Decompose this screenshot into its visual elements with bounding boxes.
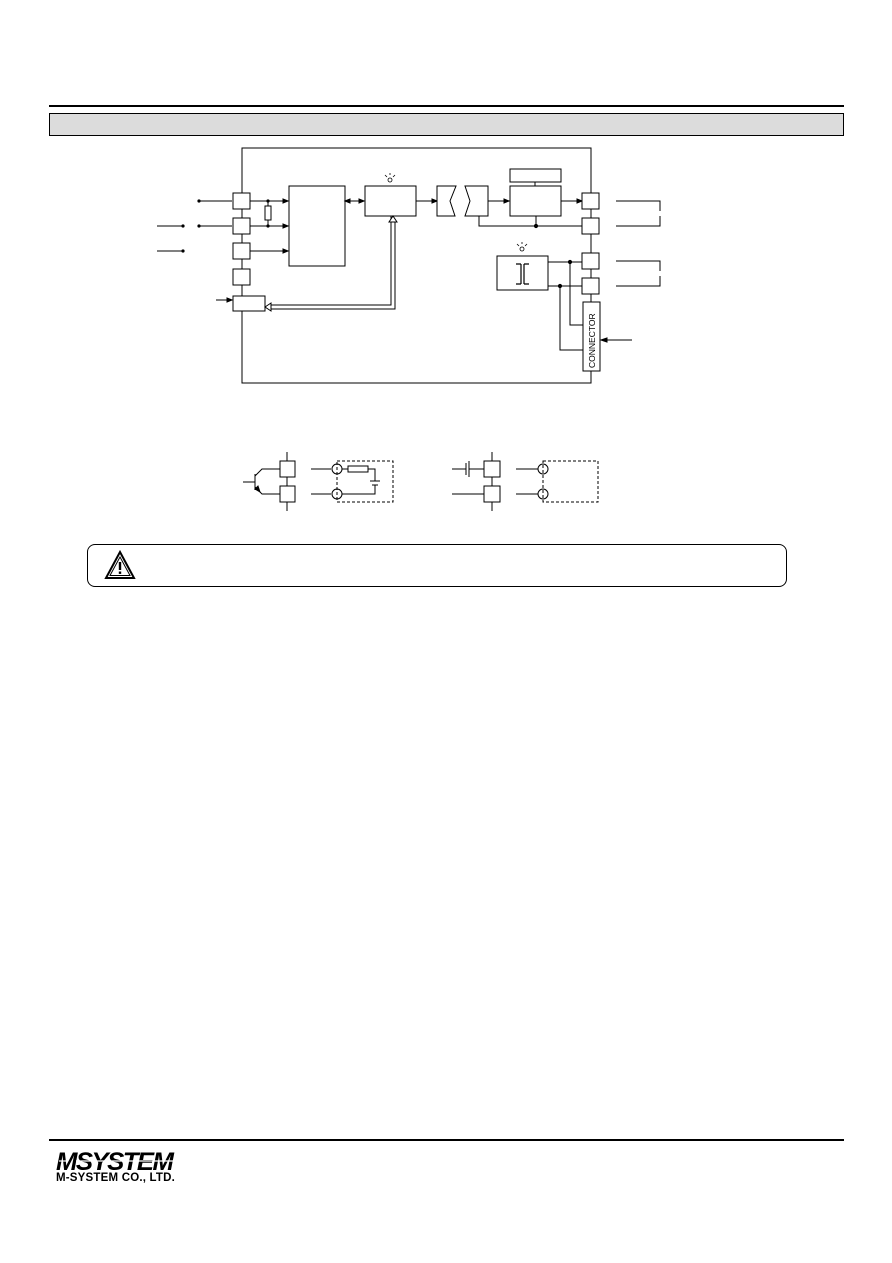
connector-block: [582, 301, 601, 372]
shunt-resistor: [264, 205, 272, 221]
led-icon: [384, 173, 396, 183]
power-supply-block: [496, 255, 549, 291]
input-terminal-2: [232, 217, 251, 235]
footer-rule: [49, 1139, 844, 1141]
led-icon: [516, 242, 528, 252]
input-terminal-3: [232, 242, 251, 260]
section-header-band: [49, 113, 844, 136]
output-terminal-1: [581, 192, 600, 210]
warning-triangle-icon: [104, 549, 136, 579]
warning-notice: [87, 544, 787, 587]
input-connection-transistor: [243, 452, 394, 511]
output-driver-block: [509, 185, 562, 217]
isolation-right: [464, 185, 489, 217]
output-terminal-2: [581, 217, 600, 235]
company-name: M-SYSTEM CO., LTD.: [56, 1172, 176, 1184]
power-terminal-2: [581, 277, 600, 295]
input-terminal-1: [232, 192, 251, 210]
excitation-block: [232, 295, 266, 312]
processor-block: [288, 185, 346, 267]
input-connection-contact: [452, 452, 599, 511]
transformer-symbol: [516, 263, 529, 285]
top-rule: [49, 105, 844, 107]
block-diagram: CONNECTOR: [157, 147, 661, 511]
isolation-left: [436, 185, 457, 217]
output-setting-block: [509, 168, 562, 183]
cpu-block: [364, 185, 417, 217]
input-terminal-4: [232, 268, 251, 286]
power-terminal-1: [581, 252, 600, 270]
connector-label: CONNECTOR: [587, 313, 597, 368]
company-logo: MSYSTEM: [56, 1148, 184, 1174]
